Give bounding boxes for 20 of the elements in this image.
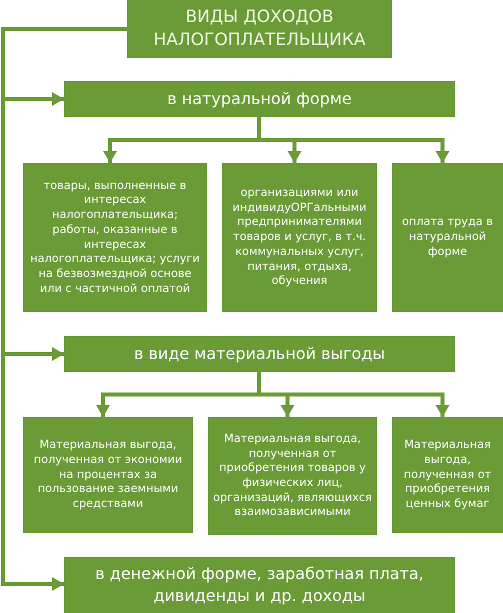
process-box bbox=[222, 163, 377, 312]
process-box bbox=[23, 163, 207, 312]
process-box bbox=[23, 417, 193, 533]
box-text: в виде материальной выгоды bbox=[134, 343, 386, 365]
box-text: ВИДЫ ДОХОДОВ НАЛОГОПЛАТЕЛЬЩИКА bbox=[152, 6, 367, 52]
box-text: в денежной форме, заработная плата, дивиденды и др. доходы bbox=[94, 563, 425, 607]
process-box bbox=[392, 163, 503, 312]
box-text: Материальная выгода, полученная от приобретения ценных бумаг bbox=[402, 438, 492, 512]
title-box bbox=[127, 0, 392, 58]
box-text: организациями или индивидуОРГальными предпринимателями товаров и услуг, в т.ч. коммунальных услуг, питания, отдыха, обучения bbox=[232, 186, 368, 289]
box-text: в натуральной форме bbox=[167, 88, 352, 110]
box-text: товары, выполненные в интересах налогоплательщика; работы, оказанные в интересах налогоплательщика; услуги на безвозмездной основе или с частичной оплатой bbox=[29, 178, 201, 296]
category-box bbox=[64, 336, 455, 372]
box-text: Материальная выгода, полученная от приобретения товаров у физических лиц, организаций, являющихся взаимозависимыми bbox=[212, 432, 373, 520]
process-box bbox=[392, 417, 503, 533]
category-box bbox=[64, 81, 455, 117]
box-text: оплата труда в натуральной форме bbox=[401, 215, 494, 260]
category-box bbox=[64, 557, 455, 613]
box-text: Материальная выгода, полученная от экономии на процентах за пользование заемными средствами bbox=[32, 438, 184, 512]
process-box bbox=[208, 417, 377, 535]
